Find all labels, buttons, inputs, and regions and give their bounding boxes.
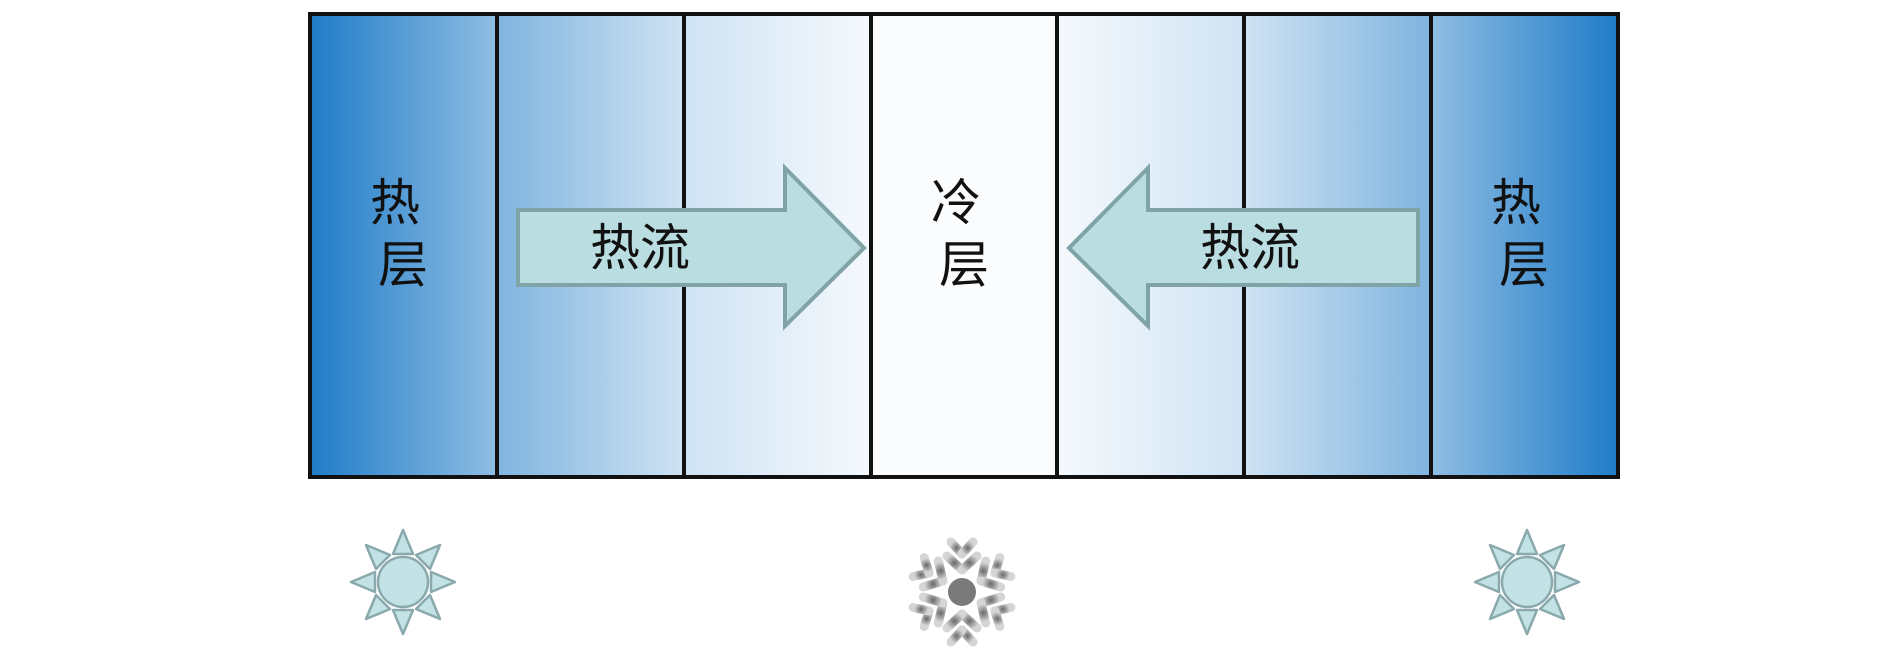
column-dividers	[495, 14, 1433, 477]
heat-flow-label-left: 热流	[590, 219, 690, 277]
hot-layer-left-char-2: 层	[378, 236, 428, 294]
hot-layer-right-label: 热 层	[1491, 174, 1557, 294]
hot-layer-left-label: 热 层	[370, 174, 436, 294]
heat-flow-arrow-left	[1066, 163, 1420, 331]
sun-icon	[1473, 528, 1581, 636]
hot-layer-left-char-1: 热	[370, 174, 420, 232]
hot-layer-left	[310, 14, 497, 477]
hot-layer-right	[1431, 14, 1618, 477]
hot-layer-right-char-1: 热	[1491, 174, 1541, 232]
snowflake-icon	[909, 535, 1014, 644]
cold-layer-char-1: 冷	[931, 174, 981, 232]
heat-flow-arrow-right	[516, 163, 867, 331]
heat-flow-label-right: 热流	[1200, 219, 1300, 277]
diagram-frame	[308, 12, 1620, 479]
cold-layer-char-2: 层	[939, 236, 989, 294]
sun-icon	[349, 528, 457, 636]
cold-layer	[871, 14, 1057, 477]
hot-layer-right-char-2: 层	[1499, 236, 1549, 294]
cold-layer-label: 冷 层	[931, 174, 997, 294]
